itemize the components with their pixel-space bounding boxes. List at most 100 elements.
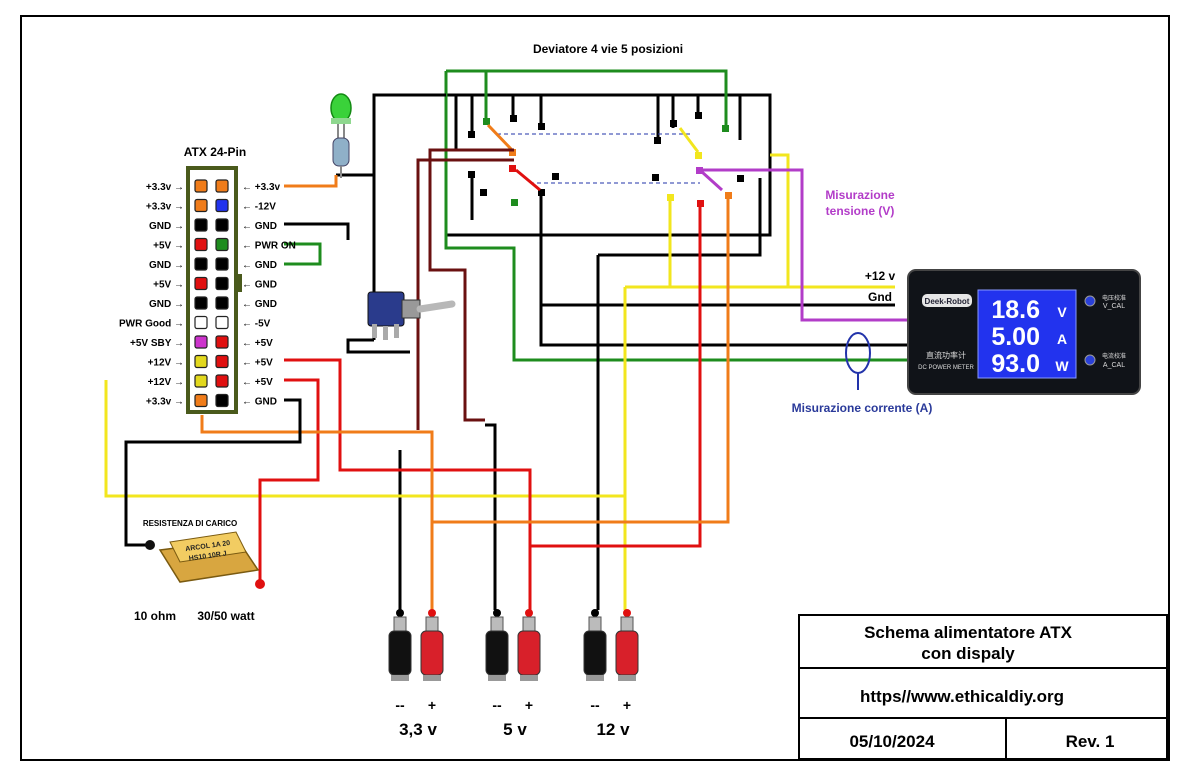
- terminal-base: [488, 675, 506, 681]
- label-gnd: Gnd: [868, 290, 892, 304]
- title-line-1: Schema alimentatore ATX: [864, 623, 1073, 642]
- atx-pin: [194, 276, 208, 291]
- atx-left-label: +12V →: [148, 358, 184, 369]
- label-current-measure: Misurazione corrente (A): [792, 401, 933, 415]
- current-clamp-icon: [845, 332, 871, 374]
- terminal-base: [391, 675, 409, 681]
- terminal-dot: [493, 609, 501, 617]
- terminal-dot: [428, 609, 436, 617]
- meter-amp-value: 5.00: [991, 323, 1040, 351]
- output-terminals: --+3,3 v--+5 v--+12 v: [388, 609, 639, 739]
- atx-left-label: +12V →: [148, 377, 184, 388]
- atx-pin: [215, 374, 229, 388]
- meter-watt-unit: W: [1055, 358, 1069, 374]
- dc-power-meter: Deek-Robot 18.6 V 5.00 A 93.0 W 直流功率计 DC…: [907, 269, 1141, 395]
- terminal-body: [517, 630, 541, 676]
- terminal-body: [388, 630, 412, 676]
- terminal-base: [423, 675, 441, 681]
- atx-pin: [215, 237, 229, 252]
- meter-cal-v-cn: 电压校准: [1102, 294, 1126, 302]
- atx-pin: [215, 198, 229, 213]
- atx-right-label: ← PWR ON: [242, 241, 296, 252]
- atx-pin: [194, 354, 208, 369]
- atx-pin: [215, 315, 229, 330]
- atx-pins: [194, 179, 229, 408]
- terminal-minus-label: --: [590, 697, 600, 713]
- atx-left-label: +3.3v →: [146, 182, 184, 193]
- atx-pin: [194, 218, 208, 232]
- atx-pin: [194, 257, 208, 271]
- terminal-post: [522, 616, 536, 632]
- meter-amp-unit: A: [1057, 331, 1067, 347]
- atx-right-label: ← +5V: [242, 358, 273, 369]
- resistor-title: RESISTENZA DI CARICO: [143, 519, 237, 528]
- meter-volt-unit: V: [1057, 304, 1067, 320]
- title-date: 05/10/2024: [849, 732, 935, 751]
- terminal-body: [420, 630, 444, 676]
- title-url: https//www.ethicaldiy.org: [860, 687, 1064, 706]
- terminal-dot: [396, 609, 404, 617]
- atx-pin: [194, 393, 208, 408]
- terminal-post: [425, 616, 439, 632]
- atx-right-labels: ← +3.3v← -12V← GND← PWR ON← GND← GND← GN…: [242, 182, 296, 408]
- terminal-base: [520, 675, 538, 681]
- label-volt-measure-1: Misurazione: [825, 188, 895, 202]
- atx-pin: [194, 198, 208, 213]
- terminal-plus-label: +: [428, 697, 436, 713]
- drawing-frame: [20, 15, 1170, 761]
- terminal-base: [586, 675, 604, 681]
- atx-left-label: +3.3v →: [146, 397, 184, 408]
- wiring: [104, 69, 908, 610]
- atx-pin: [194, 315, 208, 330]
- terminal-dot: [525, 609, 533, 617]
- terminal-plus-label: +: [525, 697, 533, 713]
- meter-watt-value: 93.0: [991, 350, 1040, 378]
- atx-pin: [194, 335, 208, 349]
- a-cal-knob: [1084, 354, 1096, 366]
- terminal-minus-label: --: [395, 697, 405, 713]
- atx-right-label: ← GND: [242, 299, 277, 310]
- terminal-body: [485, 630, 509, 676]
- terminal-body: [583, 630, 607, 676]
- atx-left-label: +3.3v →: [146, 202, 184, 213]
- atx-right-label: ← GND: [242, 280, 277, 291]
- atx-pin: [215, 393, 229, 408]
- atx-left-labels: +3.3v →+3.3v →GND →+5V →GND →+5V →GND →P…: [119, 182, 184, 408]
- atx-pin: [215, 335, 229, 349]
- atx-right-label: ← +5V: [242, 377, 273, 388]
- power-toggle-switch: [367, 291, 456, 340]
- meter-en-title: DC POWER METER: [918, 365, 974, 371]
- rotary-switch: [444, 93, 772, 237]
- title-block: Schema alimentatore ATX con dispaly http…: [798, 614, 1168, 760]
- atx-pin: [215, 257, 229, 271]
- load-resistor: ARCOL 1A 20 HS10 10R J: [145, 531, 265, 589]
- terminal-minus-label: --: [492, 697, 502, 713]
- atx-pin: [194, 296, 208, 310]
- atx-pin: [194, 237, 208, 252]
- meter-cn-title: 直流功率计: [926, 350, 966, 360]
- terminal-post: [393, 616, 407, 632]
- atx-right-label: ← -12V: [242, 202, 276, 213]
- atx-title: ATX 24-Pin: [184, 145, 246, 159]
- terminal-post: [490, 616, 504, 632]
- atx-pin: [194, 374, 208, 388]
- terminal-post: [620, 616, 634, 632]
- switch-title: Deviatore 4 vie 5 posizioni: [533, 42, 683, 56]
- atx-left-label: GND →: [149, 299, 184, 310]
- atx-pin: [215, 276, 229, 291]
- meter-display: [977, 289, 1077, 379]
- terminal-post: [588, 616, 602, 632]
- atx-left-label: GND →: [149, 260, 184, 271]
- atx-pin: [215, 354, 229, 369]
- label-volt-measure-2: tensione (V): [826, 204, 895, 218]
- atx-pin: [215, 179, 229, 193]
- atx-right-label: ← +3.3v: [242, 182, 281, 193]
- atx-left-label: +5V →: [153, 280, 184, 291]
- terminal-plus-label: +: [623, 697, 631, 713]
- atx-right-label: ← GND: [242, 260, 277, 271]
- switch-body: [444, 93, 772, 237]
- atx-left-label: PWR Good →: [119, 319, 184, 330]
- output-voltage-label: 12 v: [596, 720, 630, 739]
- atx-pin: [215, 296, 229, 310]
